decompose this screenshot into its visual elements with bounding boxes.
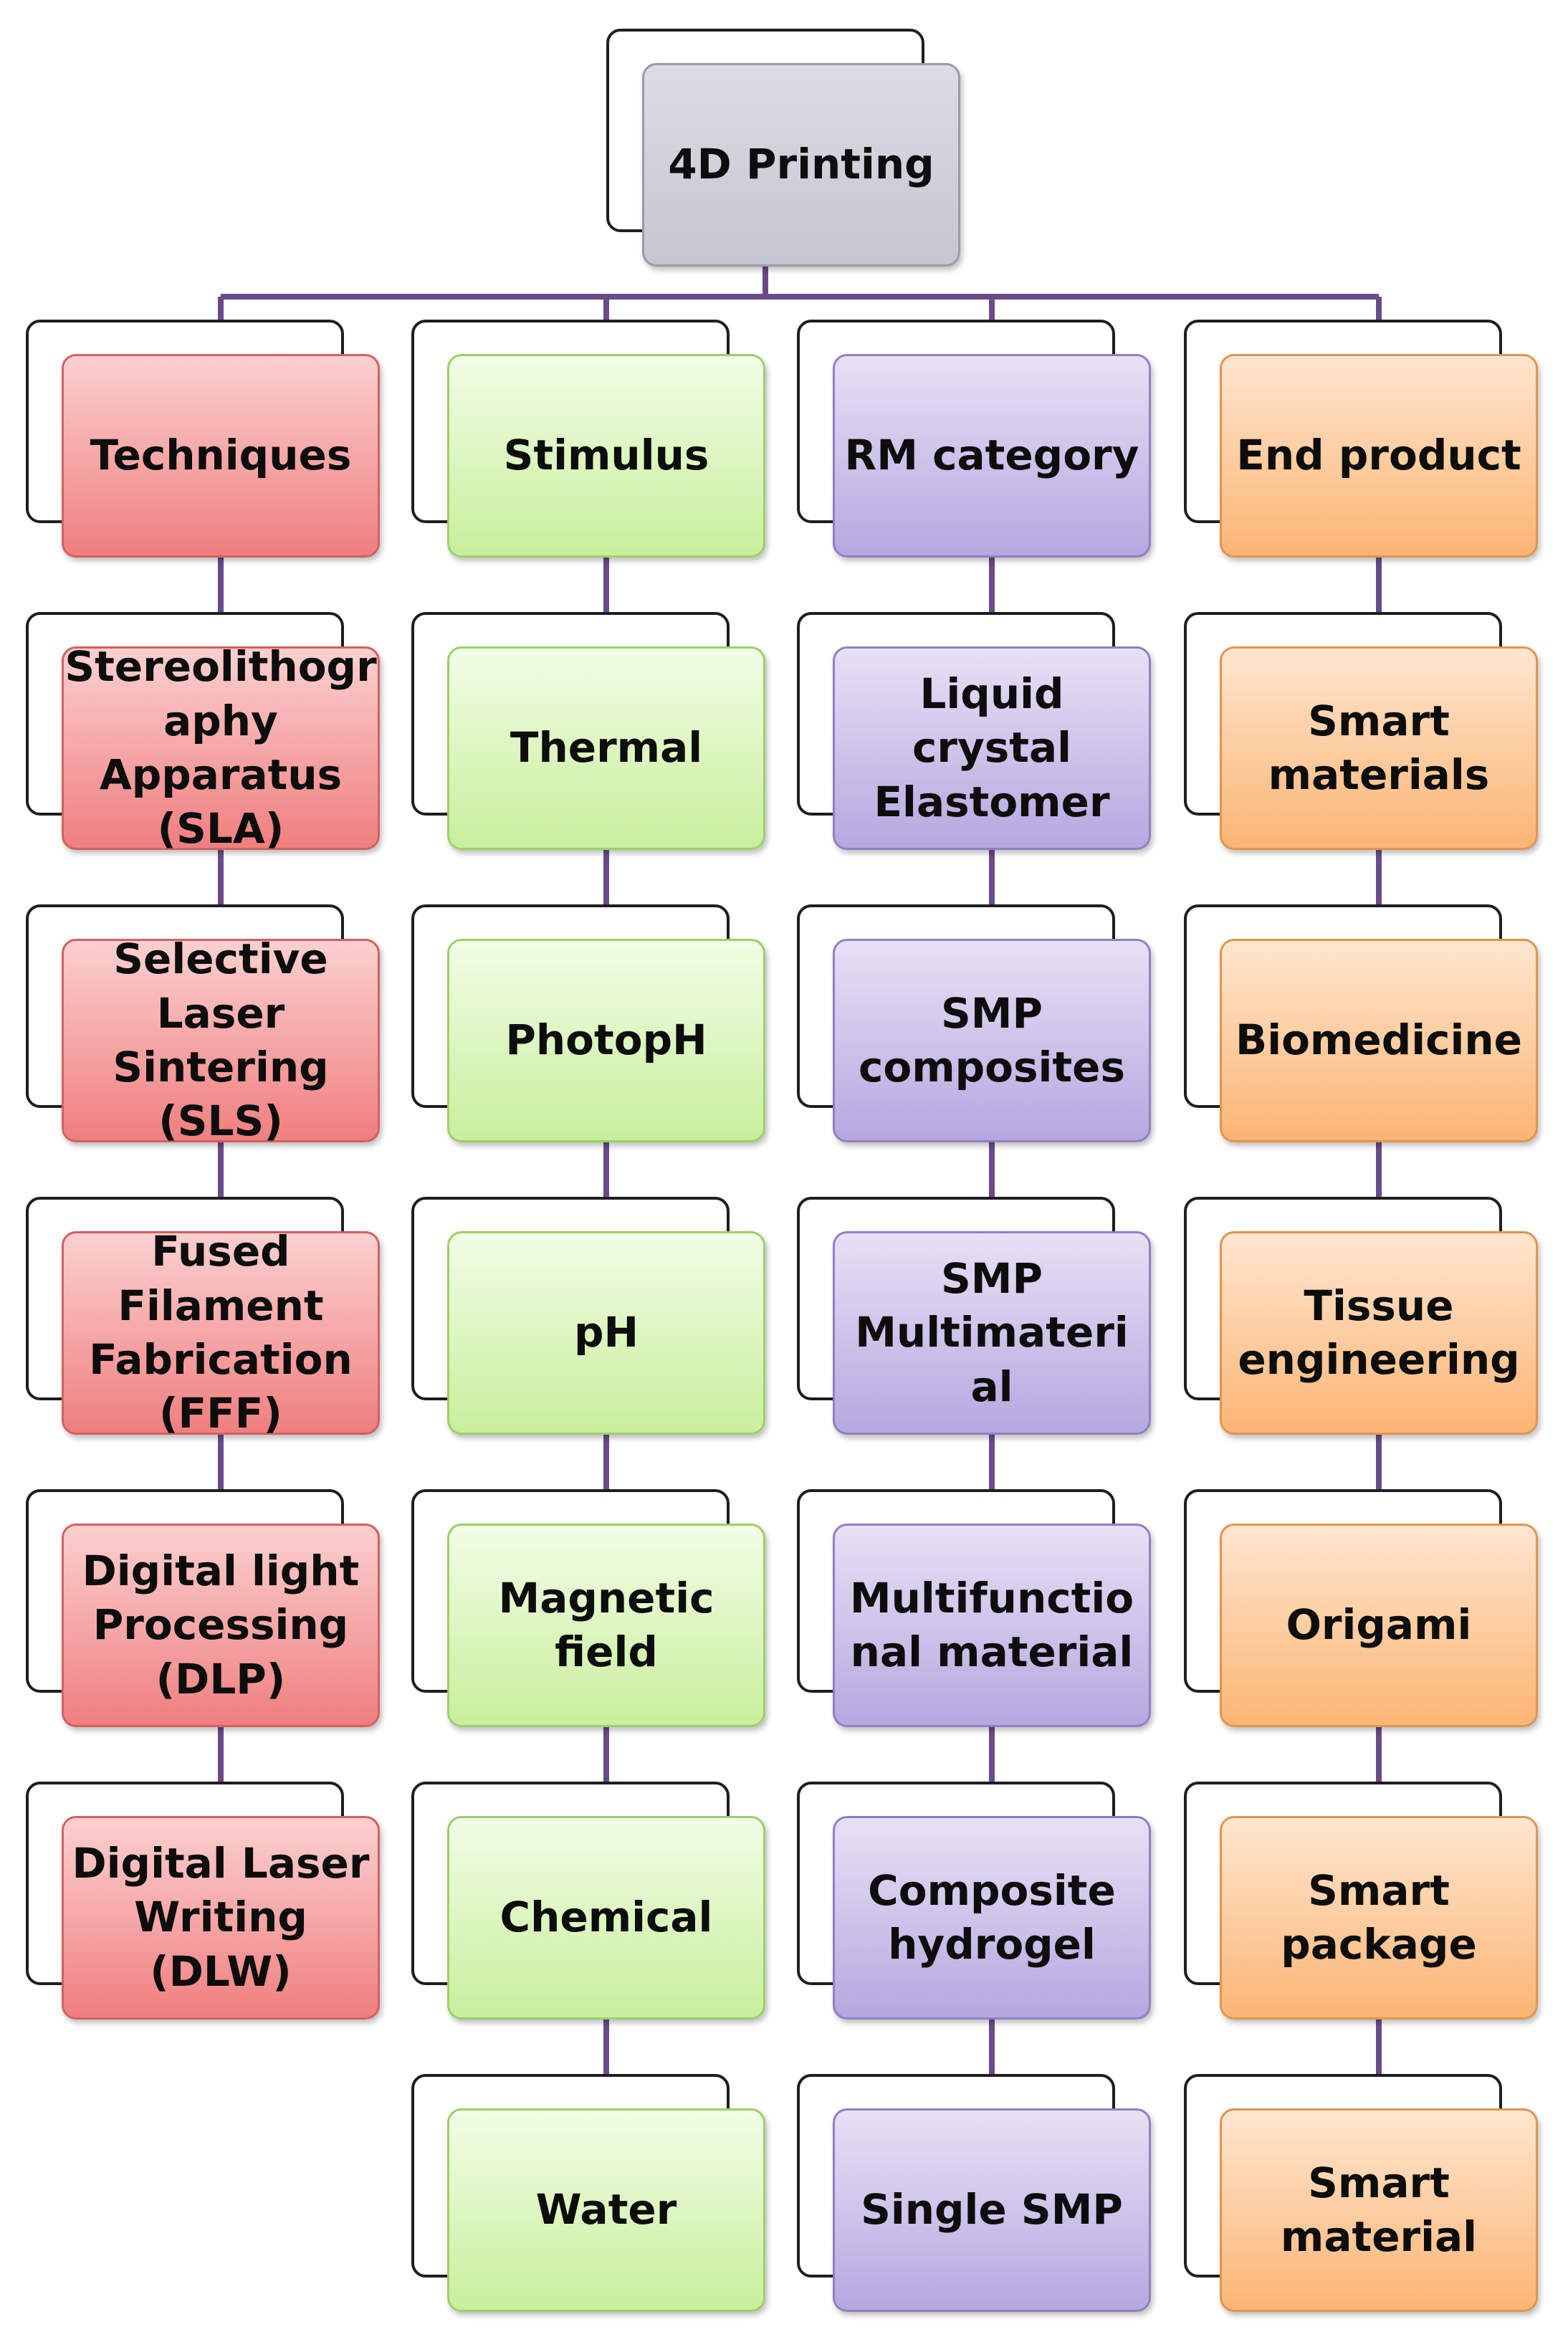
node-face: RM category xyxy=(833,354,1151,558)
node-face: Digital light Processing (DLP) xyxy=(62,1524,380,1727)
node-label: 4D Printing xyxy=(668,140,934,189)
node-face: Magnetic field xyxy=(447,1524,765,1727)
node-face: Composite hydrogel xyxy=(833,1816,1151,2020)
node-label: Digital light Processing (DLP) xyxy=(82,1546,360,1703)
node-face: Single SMP xyxy=(833,2108,1151,2312)
node-face: Techniques xyxy=(62,354,380,558)
node-label: Smart material xyxy=(1280,2158,1478,2261)
node-face: 4D Printing xyxy=(642,63,960,267)
node-label: Origami xyxy=(1286,1600,1472,1650)
node-face: Water xyxy=(447,2108,765,2312)
node-face: End product xyxy=(1220,354,1538,558)
node-label: Multifunctio nal material xyxy=(849,1573,1134,1676)
node-label: PhotopH xyxy=(505,1015,707,1065)
node-face: SMP Multimateri al xyxy=(833,1231,1151,1435)
node-label: SMP Multimateri al xyxy=(855,1253,1129,1411)
node-label: pH xyxy=(573,1308,639,1357)
node-face: Thermal xyxy=(447,646,765,850)
node-label: Smart materials xyxy=(1268,696,1490,799)
node-face: Stimulus xyxy=(447,354,765,558)
node-face: Tissue engineering xyxy=(1220,1231,1538,1435)
node-label: Chemical xyxy=(499,1893,713,1942)
node-face: Chemical xyxy=(447,1816,765,2020)
node-face: Digital Laser Writing (DLW) xyxy=(62,1816,380,2020)
node-label: Liquid crystal Elastomer xyxy=(874,669,1110,826)
node-face: Selective Laser Sintering (SLS) xyxy=(62,935,380,1145)
node-label: Selective Laser Sintering (SLS) xyxy=(113,935,329,1146)
node-label: Biomedicine xyxy=(1235,1015,1522,1065)
node-label: RM category xyxy=(844,431,1139,480)
node-label: Magnetic field xyxy=(498,1573,714,1676)
node-label: Stereolithogr aphy Apparatus (SLA) xyxy=(64,642,377,854)
node-label: Single SMP xyxy=(861,2185,1123,2235)
node-face: Smart materials xyxy=(1220,646,1538,850)
node-label: End product xyxy=(1236,431,1521,480)
node-face: Origami xyxy=(1220,1524,1538,1727)
node-face: Multifunctio nal material xyxy=(833,1524,1151,1727)
node-face: Smart material xyxy=(1220,2108,1538,2312)
node-face: Stereolithogr aphy Apparatus (SLA) xyxy=(62,642,380,853)
node-label: Composite hydrogel xyxy=(868,1865,1116,1969)
node-face: pH xyxy=(447,1231,765,1435)
node-label: Stimulus xyxy=(503,431,709,480)
node-face: PhotopH xyxy=(447,939,765,1142)
node-label: Digital Laser Writing (DLW) xyxy=(72,1838,370,1996)
node-label: Tissue engineering xyxy=(1238,1281,1520,1384)
node-face: Smart package xyxy=(1220,1816,1538,2020)
node-label: SMP composites xyxy=(858,988,1125,1091)
node-face: Fused Filament Fabrication (FFF) xyxy=(62,1227,380,1438)
node-label: Water xyxy=(535,2185,677,2235)
node-label: Techniques xyxy=(90,431,352,480)
node-face: SMP composites xyxy=(833,939,1151,1142)
node-label: Thermal xyxy=(510,723,703,773)
node-label: Smart package xyxy=(1281,1865,1477,1969)
node-face: Liquid crystal Elastomer xyxy=(833,646,1151,850)
node-face: Biomedicine xyxy=(1220,939,1538,1142)
node-label: Fused Filament Fabrication (FFF) xyxy=(89,1227,353,1438)
